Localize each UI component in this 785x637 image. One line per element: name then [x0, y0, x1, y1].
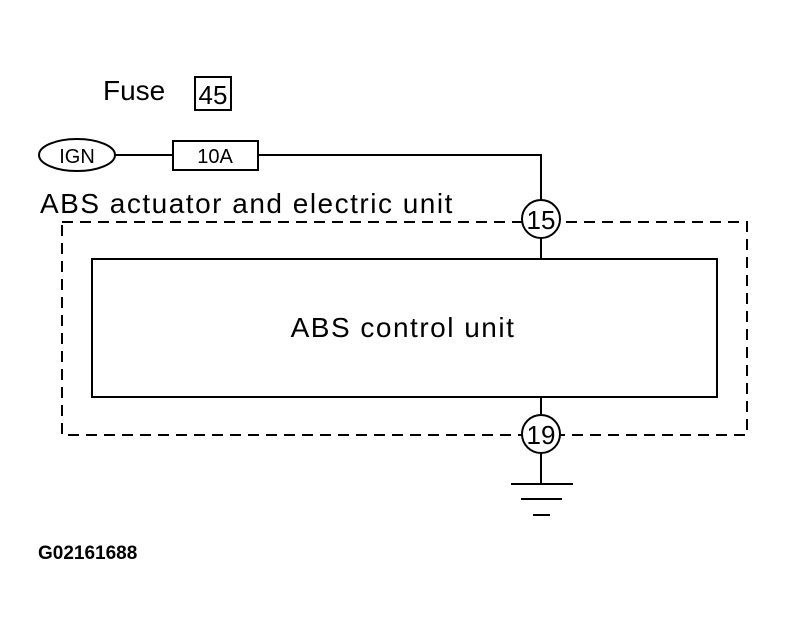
fuse-number: 45 [199, 80, 228, 110]
control-unit-box [91, 258, 718, 398]
ign-label: IGN [59, 146, 95, 168]
terminal-15-label: 15 [527, 205, 556, 235]
actuator-unit-boundary [61, 221, 748, 436]
terminal-19-label: 19 [527, 420, 556, 450]
wire-fuse-to-terminal-15 [258, 154, 542, 202]
fuse-rating: 10A [197, 146, 233, 168]
fuse-number-box [194, 76, 232, 111]
control-unit-label: ABS control unit [291, 312, 516, 343]
actuator-unit-label: ABS actuator and electric unit [40, 188, 454, 219]
figure-id: G02161688 [38, 543, 137, 564]
fuse-label: Fuse [103, 75, 165, 106]
ground-icon [511, 483, 573, 516]
